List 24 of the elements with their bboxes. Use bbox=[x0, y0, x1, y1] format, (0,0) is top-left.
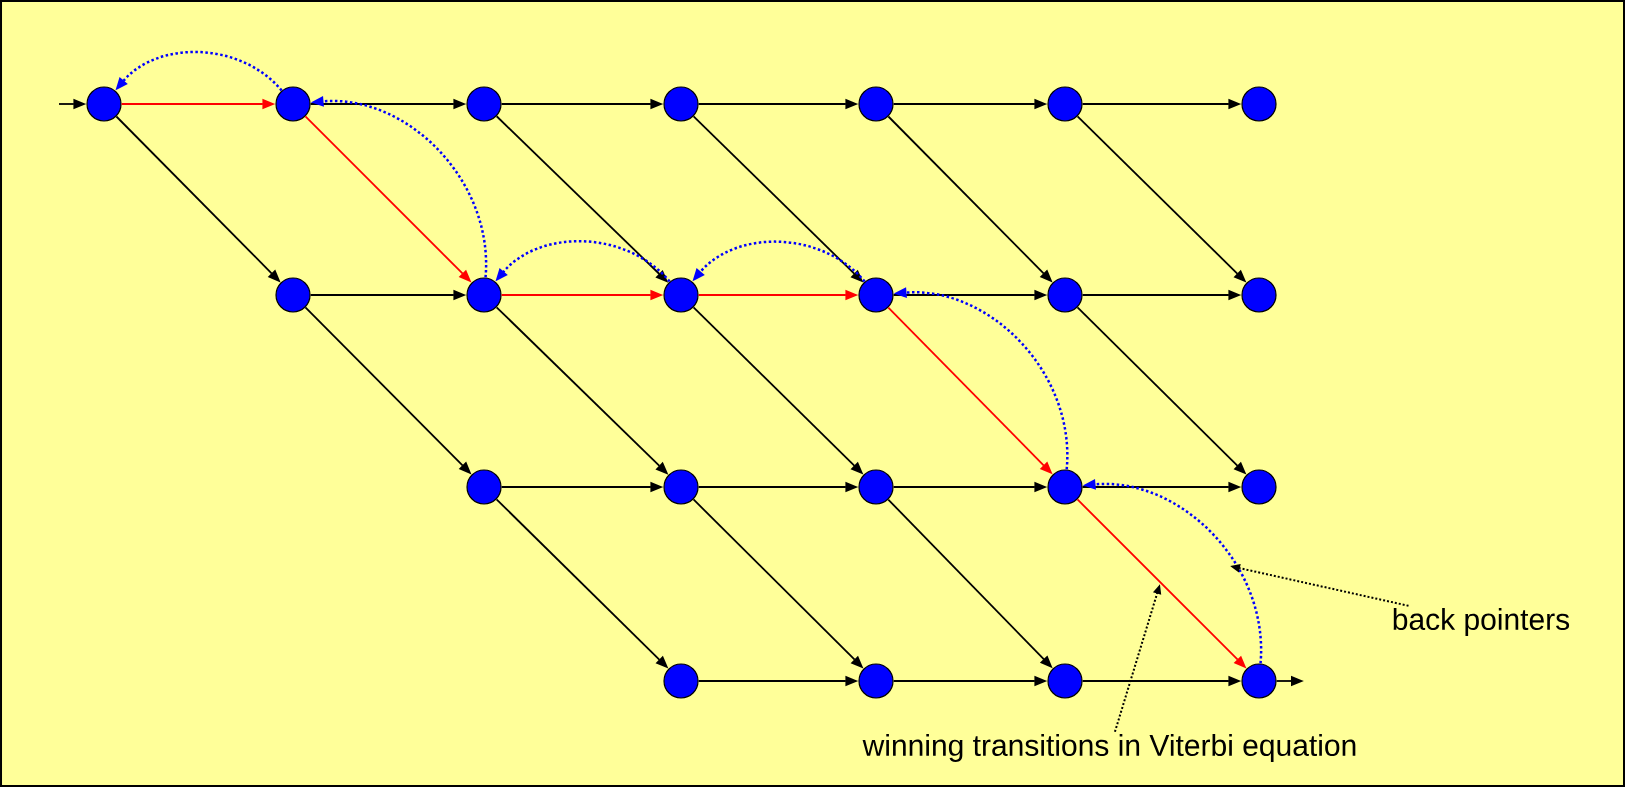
state-circle bbox=[275, 86, 311, 122]
state-circle bbox=[1047, 277, 1083, 313]
state-circle bbox=[1241, 663, 1277, 699]
callout-text: winning transitions in Viterbi equation bbox=[862, 734, 1356, 762]
state-circle bbox=[1047, 86, 1083, 122]
state-circle bbox=[1047, 469, 1083, 505]
state-circle bbox=[858, 663, 894, 699]
state-circle bbox=[663, 86, 699, 122]
state-circle bbox=[1241, 277, 1277, 313]
state-circle bbox=[858, 277, 894, 313]
state-circle bbox=[275, 277, 311, 313]
state-circle bbox=[86, 86, 122, 122]
state-circle bbox=[663, 663, 699, 699]
state-circle bbox=[858, 86, 894, 122]
state-circle bbox=[466, 469, 502, 505]
state-circle bbox=[663, 277, 699, 313]
state-circle bbox=[1241, 469, 1277, 505]
state-circle bbox=[1047, 663, 1083, 699]
state-circle bbox=[1241, 86, 1277, 122]
state-circle bbox=[466, 86, 502, 122]
state-circle bbox=[466, 277, 502, 313]
callout-text: back pointers bbox=[1393, 608, 1570, 636]
state-circle bbox=[858, 469, 894, 505]
state-circle bbox=[663, 469, 699, 505]
